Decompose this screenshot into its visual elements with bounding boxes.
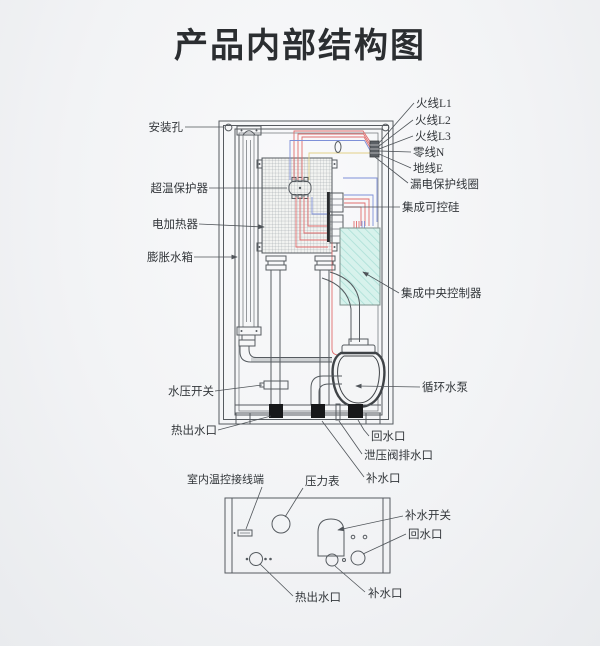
label-electric-heater: 电加热器 xyxy=(152,218,198,231)
thermostat-terminal xyxy=(233,529,253,537)
leader-bottom-return xyxy=(362,533,407,555)
label-live-wire-l2: 火线L2 xyxy=(415,113,451,127)
leader-l1 xyxy=(378,102,415,144)
mounting-hole-left xyxy=(224,123,233,132)
label-return-port: 回水口 xyxy=(371,430,406,443)
terminal-block xyxy=(369,140,380,158)
leakage-protection-coil xyxy=(334,141,342,153)
bottom-view-labels: 室内温控接线端 压力表 补水开关 回水口 热出水口 补水口 xyxy=(187,472,451,604)
expansion-tank xyxy=(236,125,262,347)
indicator-dot xyxy=(362,534,368,540)
base-assembly xyxy=(235,403,381,425)
leader-leakage-coil xyxy=(374,156,409,184)
leader-hot-outlet xyxy=(217,415,272,431)
leader-controller xyxy=(362,271,400,294)
leader-thermostat-terminal xyxy=(245,486,263,530)
leader-ground xyxy=(378,153,412,169)
label-neutral-wire: 零线N xyxy=(413,145,445,159)
leader-l2 xyxy=(378,119,414,147)
label-central-controller: 集成中央控制器 xyxy=(401,286,482,300)
leader-pump xyxy=(355,383,421,389)
label-leakage-coil: 漏电保护线圈 xyxy=(410,177,479,191)
leader-refill-switch xyxy=(337,515,404,532)
label-bottom-return-port: 回水口 xyxy=(408,528,443,541)
label-mounting-hole: 安装孔 xyxy=(149,120,184,134)
leader-bottom-hot xyxy=(259,563,294,597)
leader-lines xyxy=(185,102,421,597)
bottom-hot-water-outlet xyxy=(245,552,272,566)
leader-neutral xyxy=(378,150,412,153)
label-live-wire-l3: 火线L3 xyxy=(415,129,451,143)
outer-frame xyxy=(218,120,394,425)
label-live-wire-l1: 火线L1 xyxy=(416,96,452,110)
tank-outlet-pipe xyxy=(239,346,332,363)
refill-port xyxy=(311,404,325,418)
power-wires xyxy=(289,130,372,180)
label-relief-drain: 泄压阀排水口 xyxy=(364,448,433,462)
label-thyristor: 集成可控硅 xyxy=(402,200,460,214)
label-refill-switch: 补水开关 xyxy=(405,508,451,522)
label-bottom-refill-port: 补水口 xyxy=(368,587,403,600)
leader-l3 xyxy=(378,135,414,150)
circulation-pump xyxy=(310,338,386,409)
label-overtemp-protector: 超温保护器 xyxy=(151,181,209,195)
indicator-dot xyxy=(350,534,356,540)
leader-gauge xyxy=(284,487,304,518)
heater-pipes xyxy=(265,255,360,405)
leader-return-port xyxy=(357,419,370,437)
hot-water-outlet-port xyxy=(269,404,283,418)
relief-valve-drain-stub xyxy=(335,403,341,421)
leader-pressure-switch xyxy=(214,384,263,392)
leader-relief-drain xyxy=(338,420,363,455)
bottom-return-port xyxy=(350,550,366,566)
label-water-pressure-switch: 水压开关 xyxy=(168,384,214,398)
electric-heater xyxy=(256,157,338,254)
label-thermostat-terminal: 室内温控接线端 xyxy=(187,472,264,486)
unit-enclosure xyxy=(234,128,383,416)
label-expansion-tank: 膨胀水箱 xyxy=(147,250,193,264)
label-pressure-gauge: 压力表 xyxy=(305,474,340,488)
water-pressure-switch xyxy=(259,380,289,390)
label-circulation-pump: 循环水泵 xyxy=(422,381,468,394)
bottom-view xyxy=(224,497,391,574)
leader-bottom-refill xyxy=(334,565,366,593)
bottom-refill-port xyxy=(325,553,346,567)
label-refill-port: 补水口 xyxy=(366,472,401,485)
leader-refill-port xyxy=(321,420,365,478)
outer-frame-inner-line xyxy=(223,125,389,420)
refill-switch-dome xyxy=(317,518,345,557)
leader-heater xyxy=(198,223,265,230)
diagram-labels: 安装孔 超温保护器 电加热器 膨胀水箱 水压开关 热出水口 火线L1 火线L2 … xyxy=(147,96,482,485)
mounting-hole-right xyxy=(381,123,390,132)
label-ground-wire: 地线E xyxy=(413,161,443,175)
label-hot-water-outlet: 热出水口 xyxy=(171,423,217,437)
central-controller xyxy=(339,227,381,306)
page-title: 产品内部结构图 xyxy=(174,27,426,65)
pressure-gauge xyxy=(271,514,291,534)
label-bottom-hot-outlet: 热出水口 xyxy=(295,590,341,604)
main-view xyxy=(218,120,394,425)
return-water-port xyxy=(348,404,363,418)
